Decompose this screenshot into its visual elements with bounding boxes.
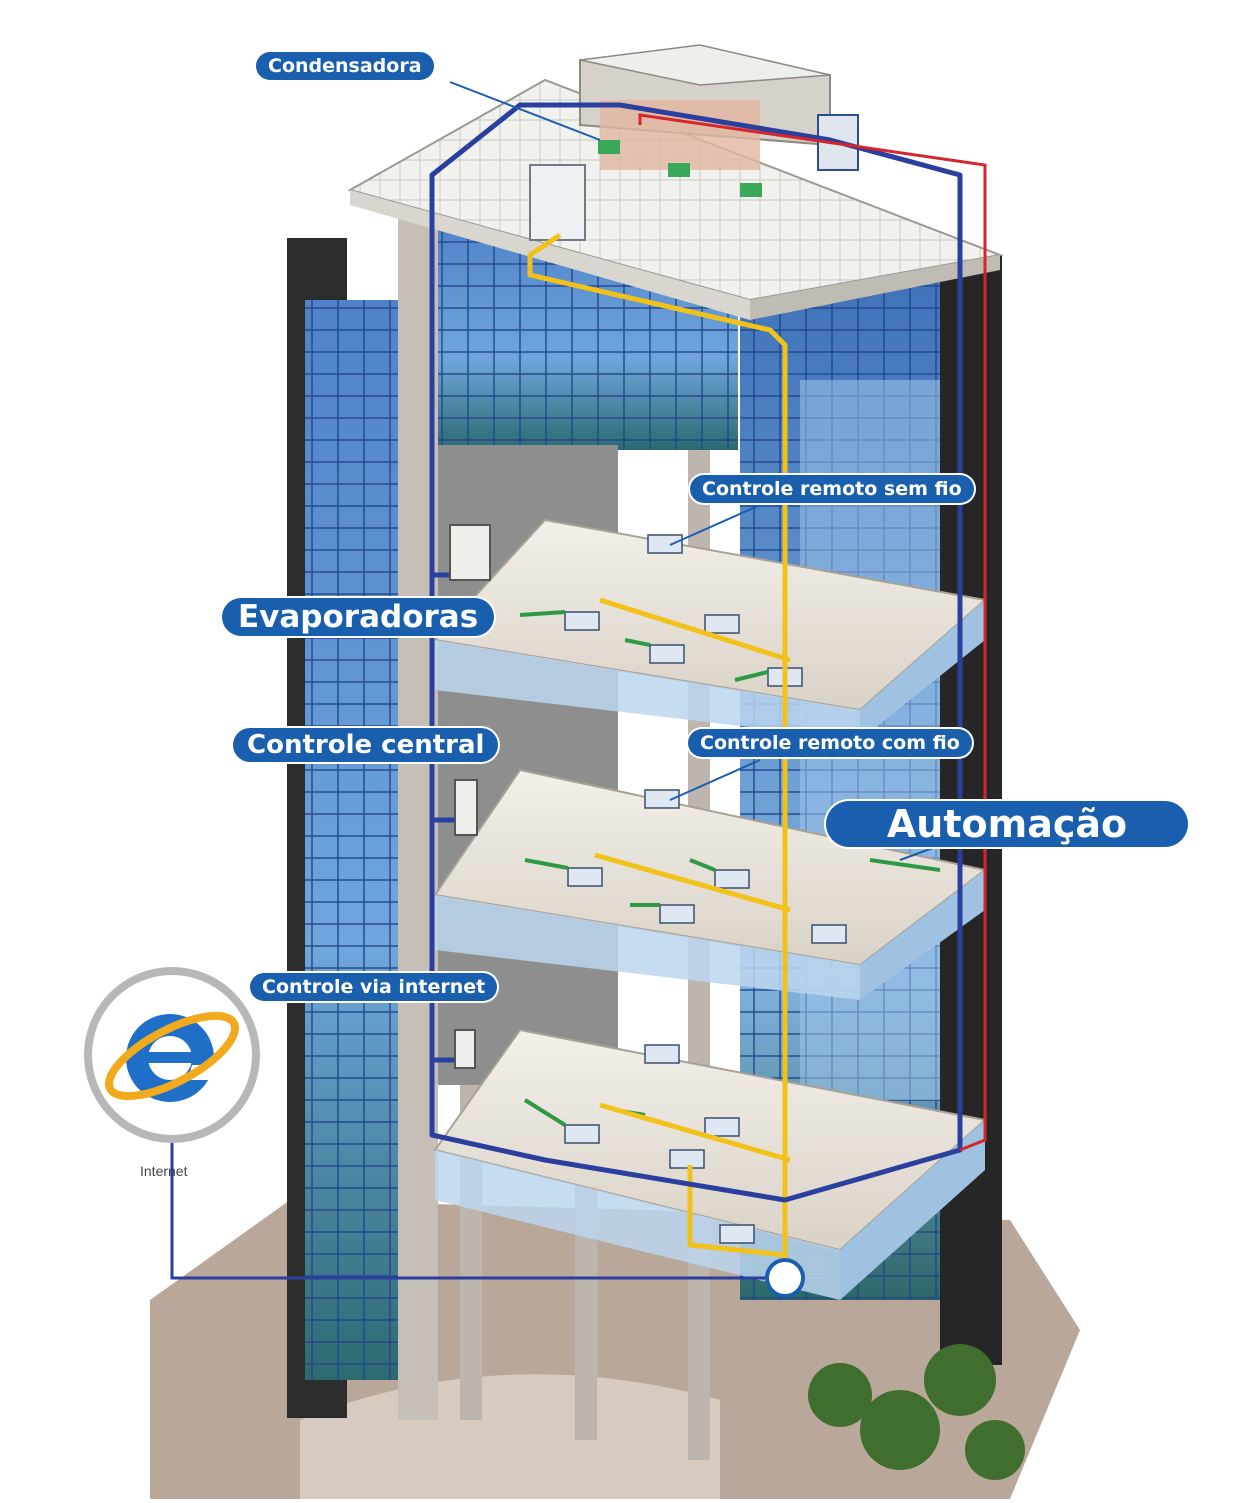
central-controller-panel xyxy=(454,779,478,836)
internet-gateway-node xyxy=(765,1258,805,1298)
remote-wireless-label: Controle remoto sem fio xyxy=(690,475,974,503)
condensadora-label: Condensadora xyxy=(256,52,434,80)
internet-controller-panel xyxy=(454,1029,476,1069)
internet-explorer-icon xyxy=(84,967,260,1143)
evaporadoras-label: Evaporadoras xyxy=(222,598,495,636)
central-controller-device xyxy=(449,524,491,581)
central-control-label: Controle central xyxy=(233,728,499,762)
automacao-label: Automação xyxy=(826,801,1188,847)
remote-wired-label: Controle remoto com fio xyxy=(688,729,972,757)
internet-control-label: Controle via internet xyxy=(250,973,498,1001)
condenser-unit xyxy=(529,164,586,241)
internet-caption: Internet xyxy=(140,1163,188,1179)
floor-bottom xyxy=(433,1028,988,1300)
